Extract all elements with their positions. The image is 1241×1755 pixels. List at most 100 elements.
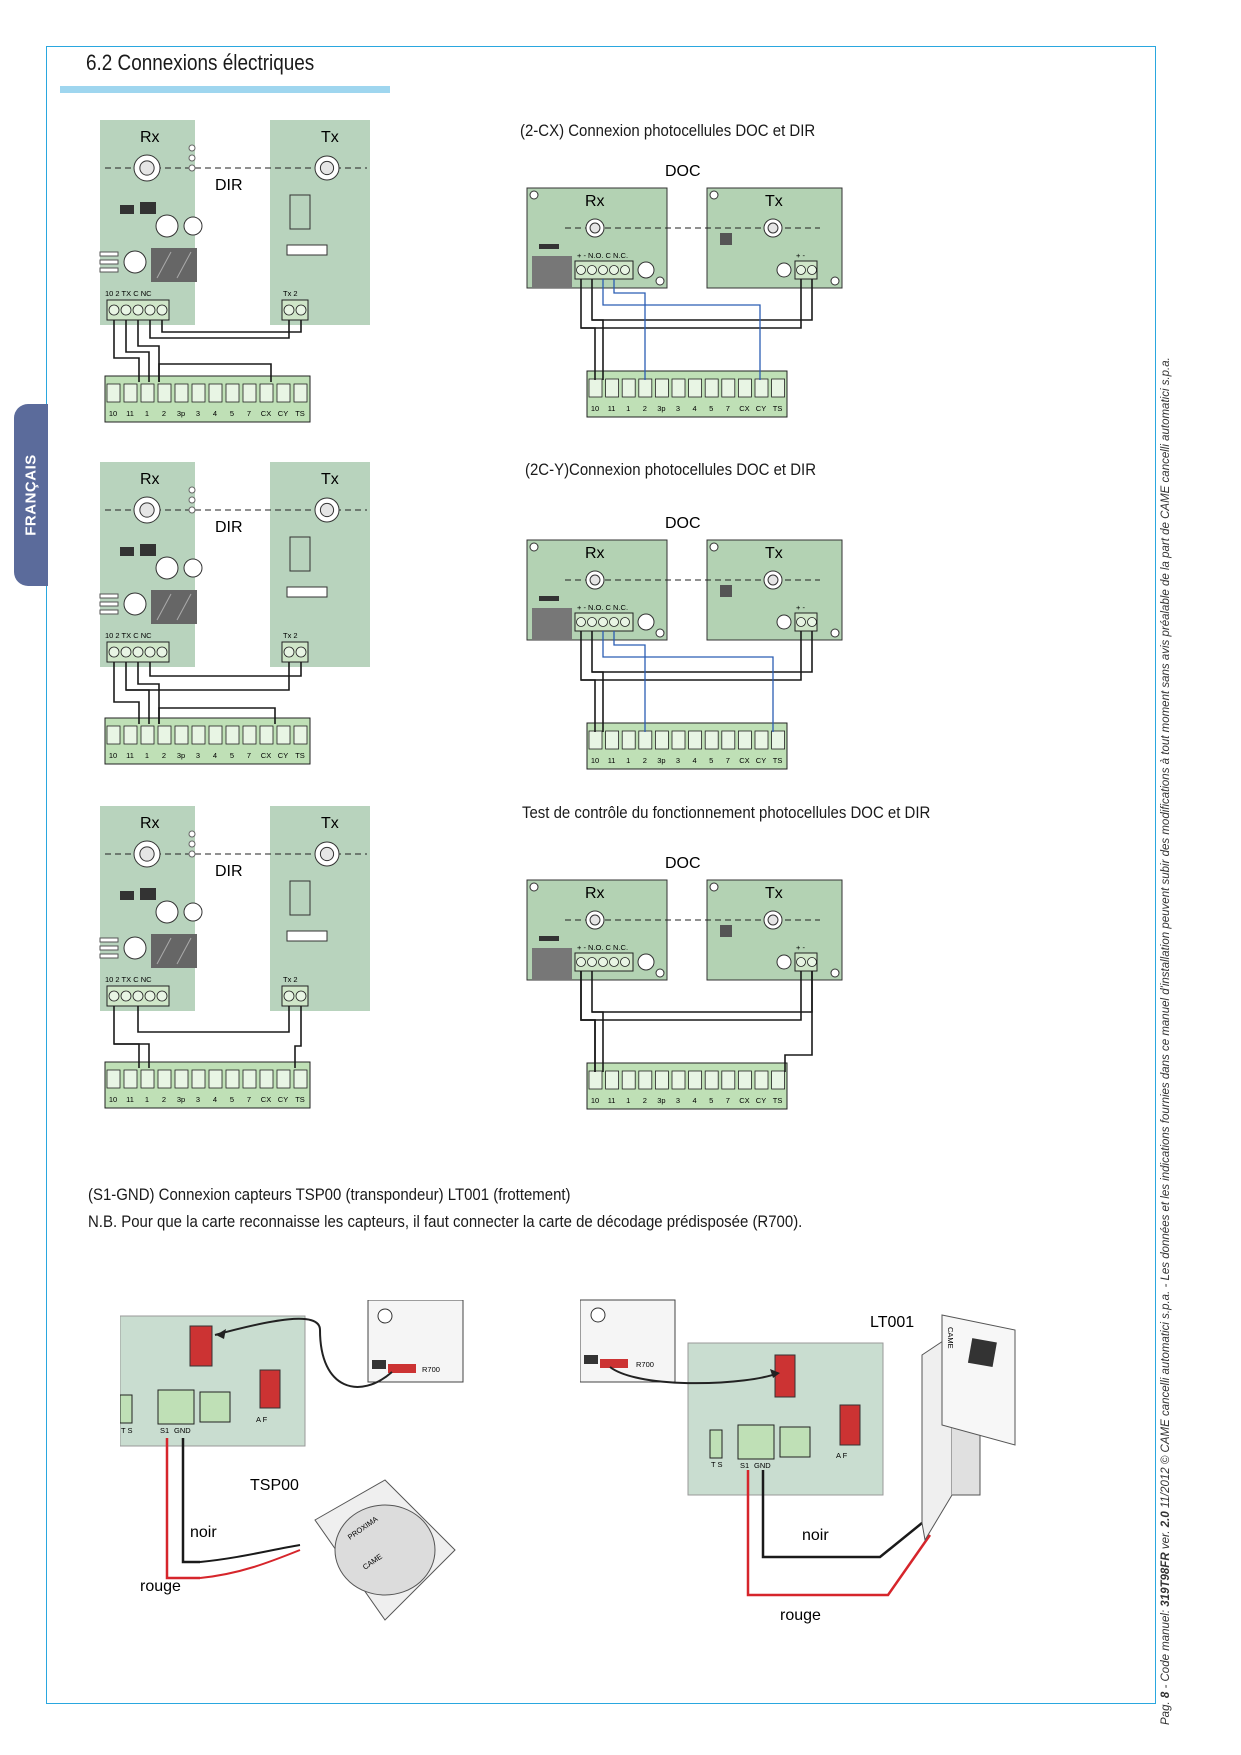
caption-sensors-1: (S1-GND) Connexion capteurs TSP00 (trans… bbox=[88, 1185, 571, 1204]
doc-tx-terminals-label: + - bbox=[796, 603, 805, 612]
wire bbox=[113, 320, 140, 382]
wire bbox=[591, 631, 604, 732]
wire bbox=[114, 1043, 150, 1068]
rx-label: Rx bbox=[140, 815, 160, 832]
section-title: 6.2 Connexions électriques bbox=[86, 50, 315, 75]
cable bbox=[199, 1549, 301, 1579]
terminal-label: 10 bbox=[591, 404, 599, 413]
doc-rx-terminals-label: + - N.O. C N.C. bbox=[577, 943, 628, 952]
wire bbox=[580, 279, 596, 380]
control-board-terminal bbox=[586, 1062, 788, 1110]
terminal-label: 3p bbox=[177, 1095, 185, 1104]
terminal-label: TS bbox=[773, 1096, 783, 1105]
tx-label: Tx bbox=[321, 129, 339, 146]
wire bbox=[592, 631, 813, 673]
terminal-label: 3p bbox=[657, 1096, 665, 1105]
ts-label: T S bbox=[121, 1426, 133, 1435]
wire bbox=[294, 1006, 302, 1068]
doc-tx-board bbox=[706, 539, 843, 641]
black-label: noir bbox=[802, 1527, 829, 1544]
terminal-label: 1 bbox=[145, 1095, 149, 1104]
gnd-label: GND bbox=[174, 1426, 191, 1435]
doc-rx-label: Rx bbox=[585, 885, 605, 902]
terminal-label: 4 bbox=[213, 409, 217, 418]
terminal-label: 11 bbox=[126, 1095, 134, 1104]
terminal-label: CX bbox=[261, 751, 271, 760]
terminal-label: 1 bbox=[626, 1096, 630, 1105]
terminal-label: 10 bbox=[109, 751, 117, 760]
terminal-label: TS bbox=[295, 409, 305, 418]
terminal-label: 10 bbox=[591, 756, 599, 765]
terminal-label: CY bbox=[278, 409, 288, 418]
terminal-label: 3p bbox=[657, 404, 665, 413]
language-label: FRANÇAIS bbox=[22, 454, 40, 536]
terminal-label: 1 bbox=[626, 404, 630, 413]
dir-label: DIR bbox=[215, 863, 243, 880]
wire bbox=[580, 631, 596, 732]
terminal-label: CX bbox=[739, 404, 749, 413]
terminal-label: 2 bbox=[162, 751, 166, 760]
came-logo: CAME bbox=[946, 1327, 955, 1349]
red-label: rouge bbox=[140, 1578, 181, 1595]
wire bbox=[137, 662, 160, 724]
caption-test: Test de contrôle du fonctionnement photo… bbox=[522, 803, 931, 822]
terminal-label: 2 bbox=[162, 409, 166, 418]
terminal-label: 11 bbox=[608, 756, 616, 765]
terminal-label: 1 bbox=[145, 409, 149, 418]
doc-rx-terminals-label: + - N.O. C N.C. bbox=[577, 603, 628, 612]
wire bbox=[158, 363, 272, 382]
wire-red bbox=[165, 1438, 200, 1580]
terminal-label: 10 bbox=[109, 1095, 117, 1104]
tsp00-reader bbox=[334, 1504, 436, 1596]
terminal-label: 5 bbox=[230, 751, 234, 760]
r700-label: R700 bbox=[636, 1360, 654, 1369]
terminal-label: 11 bbox=[608, 404, 616, 413]
control-board-terminal bbox=[586, 722, 788, 770]
terminal-label: 11 bbox=[126, 409, 134, 418]
doc-tx-terminals-label: + - bbox=[796, 251, 805, 260]
terminal-label: 4 bbox=[693, 1096, 697, 1105]
terminal-label: CX bbox=[261, 409, 271, 418]
terminal-label: 7 bbox=[247, 409, 251, 418]
r700-label: R700 bbox=[422, 1365, 440, 1374]
wire-black bbox=[181, 1438, 200, 1564]
terminal-label: 5 bbox=[709, 756, 713, 765]
wire bbox=[591, 279, 604, 380]
terminal-label: 5 bbox=[230, 409, 234, 418]
wire-blue bbox=[602, 279, 761, 380]
tx-label: Tx bbox=[321, 815, 339, 832]
terminal-label: 7 bbox=[726, 756, 730, 765]
wire bbox=[580, 971, 596, 1072]
terminal-label: CY bbox=[756, 756, 766, 765]
terminal-label: 3 bbox=[196, 1095, 200, 1104]
control-board-terminal bbox=[104, 375, 311, 423]
wire bbox=[113, 662, 140, 724]
ts-label: T S bbox=[711, 1460, 723, 1469]
s1-label: S1 bbox=[160, 1426, 169, 1435]
doc-label: DOC bbox=[665, 515, 701, 532]
rx-board bbox=[100, 462, 195, 667]
terminal-label: 5 bbox=[709, 1096, 713, 1105]
terminal-label: 11 bbox=[126, 751, 134, 760]
tx-terminals-label: Tx 2 bbox=[283, 289, 298, 298]
doc-rx-label: Rx bbox=[585, 193, 605, 210]
terminal-label: 5 bbox=[230, 1095, 234, 1104]
connection-arrow bbox=[214, 1317, 393, 1388]
wire bbox=[149, 662, 302, 677]
terminal-label: TS bbox=[295, 751, 305, 760]
wire-blue bbox=[602, 631, 774, 732]
terminal-label: TS bbox=[773, 756, 783, 765]
wire bbox=[126, 662, 290, 691]
wire bbox=[113, 1006, 140, 1068]
dir-label: DIR bbox=[215, 519, 243, 536]
tx-terminals-label: Tx 2 bbox=[283, 631, 298, 640]
terminal-label: 2 bbox=[643, 756, 647, 765]
af-connector bbox=[259, 1369, 281, 1409]
rx-terminals-label: 10 2 TX C NC bbox=[105, 289, 152, 298]
wire bbox=[581, 971, 802, 1021]
